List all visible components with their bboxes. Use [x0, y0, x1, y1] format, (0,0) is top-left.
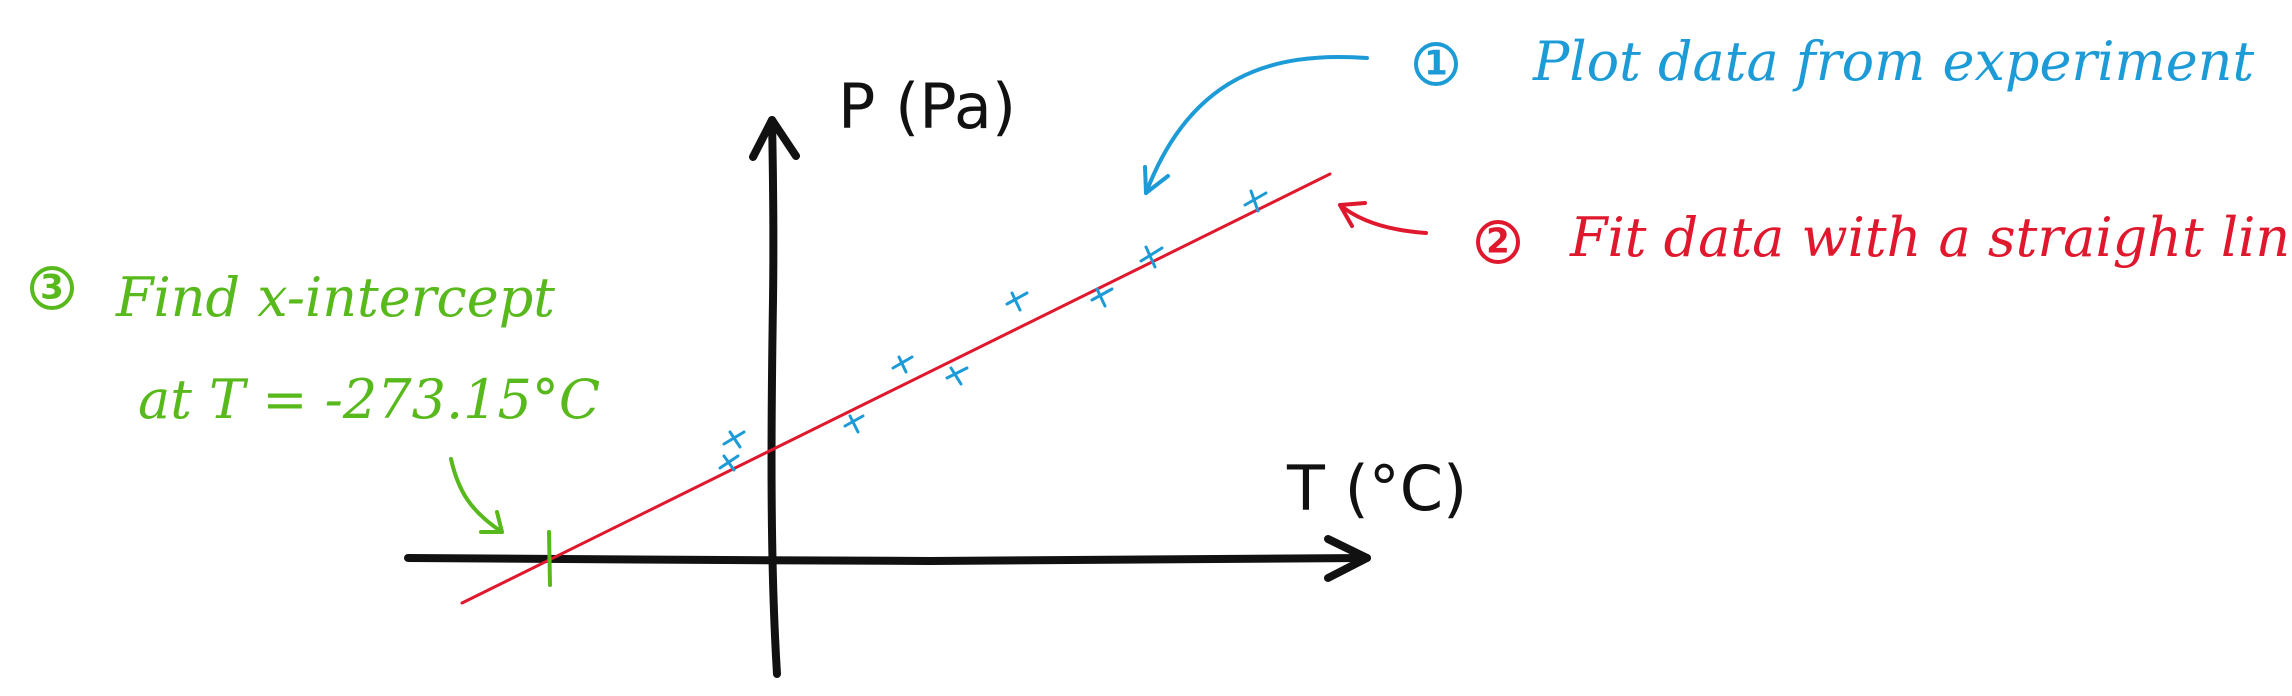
blue-arrowhead-icon: [1143, 165, 1170, 195]
data-point: [1139, 245, 1164, 269]
x-axis-label: T (°C): [1286, 452, 1467, 525]
data-point: [718, 454, 740, 472]
fit-line: [460, 172, 1332, 605]
data-point: [891, 355, 914, 374]
data-points: [718, 189, 1268, 472]
x-axis-line: [404, 554, 1371, 566]
green-curved-arrow-icon: [449, 457, 504, 534]
axes: [404, 116, 1371, 678]
red-arrowhead-icon: [1338, 201, 1367, 228]
y-axis-label: P (Pa): [838, 70, 1016, 143]
step-1-text: Plot data from experiment: [1532, 30, 2254, 93]
step-3-number: 3: [40, 268, 64, 308]
step-3-line-1: Find x-intercept: [115, 266, 555, 329]
x-axis-arrowhead-icon: [1324, 535, 1371, 582]
y-axis-line: [767, 116, 781, 678]
annotation-step-1: 1 Plot data from experiment: [1143, 30, 2254, 195]
step-2-text: Fit data with a straight line: [1569, 206, 2292, 269]
annotation-step-3: 3 Find x-intercept at T = -273.15°C: [30, 266, 600, 534]
x-intercept-marker: [547, 530, 552, 587]
step-3-line-2: at T = -273.15°C: [138, 368, 600, 431]
annotation-step-2: 2 Fit data with a straight line: [1338, 201, 2292, 269]
step-1-number: 1: [1424, 44, 1448, 84]
step-2-badge: [1476, 220, 1520, 264]
step-2-number: 2: [1486, 222, 1510, 262]
data-point: [1243, 189, 1268, 213]
red-curved-arrow-icon: [1338, 203, 1428, 235]
data-point: [1090, 287, 1114, 308]
data-point: [843, 414, 865, 434]
data-point: [1005, 291, 1029, 312]
data-point: [722, 430, 746, 449]
step-1-badge: [1414, 42, 1458, 86]
green-arrowhead-icon: [479, 510, 504, 534]
data-point: [945, 366, 969, 386]
y-axis-arrowhead-icon: [749, 116, 800, 161]
step-3-badge: [30, 266, 74, 310]
blue-curved-arrow-icon: [1144, 54, 1369, 195]
